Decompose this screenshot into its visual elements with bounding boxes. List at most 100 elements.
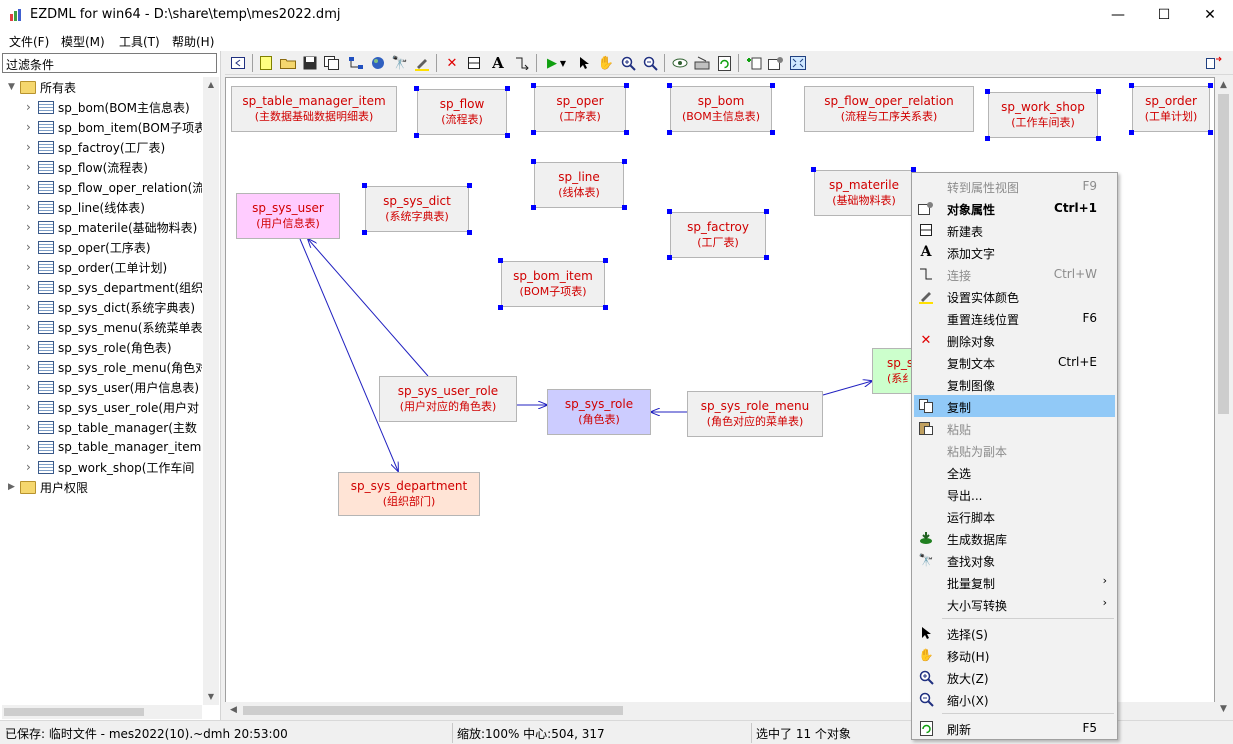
- tree-item-table[interactable]: ›sp_line(线体表): [26, 197, 145, 217]
- entity-sp-oper[interactable]: sp_oper (工序表): [534, 86, 626, 132]
- context-menu-item[interactable]: 放大(Z): [914, 666, 1115, 688]
- expand-icon[interactable]: ›: [26, 180, 31, 194]
- expand-icon[interactable]: ›: [26, 260, 31, 274]
- menu-help[interactable]: 帮助(H): [172, 35, 215, 49]
- selection-handle[interactable]: [531, 83, 536, 88]
- tree-item-table[interactable]: ›sp_factroy(工厂表): [26, 137, 165, 157]
- selection-handle[interactable]: [467, 230, 472, 235]
- context-menu-item[interactable]: 选择(S): [914, 622, 1115, 644]
- filter-input[interactable]: 过滤条件: [2, 53, 217, 73]
- zoom-out-button[interactable]: [641, 54, 659, 72]
- tree-horizontal-scrollbar[interactable]: [2, 705, 202, 719]
- entity-sp-flow[interactable]: sp_flow (流程表): [417, 89, 507, 135]
- expand-icon[interactable]: ›: [26, 160, 31, 174]
- scroll-thumb[interactable]: [243, 706, 623, 715]
- selection-handle[interactable]: [414, 86, 419, 91]
- canvas-vertical-scrollbar[interactable]: ▲ ▼: [1215, 77, 1232, 718]
- tree-root-all-tables[interactable]: ▼ 所有表: [8, 77, 76, 97]
- context-menu-item[interactable]: ✋移动(H): [914, 644, 1115, 666]
- tree-vertical-scrollbar[interactable]: ▲ ▼: [203, 77, 219, 705]
- context-menu-item[interactable]: 新建表: [914, 219, 1115, 241]
- minimize-button[interactable]: —: [1095, 0, 1141, 30]
- expand-icon[interactable]: ›: [26, 420, 31, 434]
- context-menu-item[interactable]: 运行脚本: [914, 505, 1115, 527]
- expand-icon[interactable]: ›: [26, 100, 31, 114]
- context-menu-item[interactable]: 全选: [914, 461, 1115, 483]
- tree-item-table[interactable]: ›sp_oper(工序表): [26, 237, 151, 257]
- context-menu-item[interactable]: 粘贴为副本: [914, 439, 1115, 461]
- selection-handle[interactable]: [1096, 89, 1101, 94]
- model-tree-button[interactable]: [347, 54, 365, 72]
- selection-handle[interactable]: [624, 83, 629, 88]
- toggle-panel-button[interactable]: [229, 54, 247, 72]
- entity-sp-sys-user-role[interactable]: sp_sys_user_role (用户对应的角色表): [379, 376, 517, 422]
- expand-icon[interactable]: ›: [26, 300, 31, 314]
- entity-sp-flow-oper-relation[interactable]: sp_flow_oper_relation (流程与工序关系表): [804, 86, 974, 132]
- context-menu-item[interactable]: 复制: [914, 395, 1115, 417]
- selection-handle[interactable]: [622, 205, 627, 210]
- selection-handle[interactable]: [603, 305, 608, 310]
- fit-view-button[interactable]: [789, 54, 807, 72]
- entity-sp-sys-dict[interactable]: sp_sys_dict (系统字典表): [365, 186, 469, 232]
- maximize-button[interactable]: ☐: [1141, 0, 1187, 30]
- save-as-button[interactable]: [323, 54, 341, 72]
- context-menu-item[interactable]: 大小写转换›: [914, 593, 1115, 615]
- selection-handle[interactable]: [985, 89, 990, 94]
- context-menu-item[interactable]: 生成数据库: [914, 527, 1115, 549]
- expand-icon[interactable]: ▶: [8, 482, 15, 492]
- close-button[interactable]: ✕: [1187, 0, 1233, 30]
- selection-handle[interactable]: [531, 205, 536, 210]
- link-role-menu-to-menu[interactable]: [822, 381, 872, 396]
- globe-button[interactable]: [369, 54, 387, 72]
- selection-handle[interactable]: [911, 167, 916, 172]
- selection-handle[interactable]: [362, 183, 367, 188]
- context-menu-item[interactable]: 粘贴: [914, 417, 1115, 439]
- selection-handle[interactable]: [467, 183, 472, 188]
- entity-sp-sys-role[interactable]: sp_sys_role (角色表): [547, 389, 651, 435]
- selection-handle[interactable]: [531, 159, 536, 164]
- entity-sp-sys-role-menu[interactable]: sp_sys_role_menu (角色对应的菜单表): [687, 391, 823, 437]
- tree-root-user-permission[interactable]: ▶ 用户权限: [8, 477, 88, 497]
- tree-item-table[interactable]: ›sp_table_manager_item: [26, 437, 201, 457]
- context-menu-item[interactable]: 缩小(X): [914, 688, 1115, 710]
- refresh-button[interactable]: [715, 54, 733, 72]
- tree-item-table[interactable]: ›sp_bom(BOM主信息表): [26, 97, 190, 117]
- pan-tool-button[interactable]: ✋: [597, 54, 615, 72]
- context-menu-item[interactable]: ✕删除对象: [914, 329, 1115, 351]
- link-user-role-to-user[interactable]: [308, 239, 429, 377]
- expand-icon[interactable]: ›: [26, 240, 31, 254]
- context-menu-item[interactable]: 批量复制›: [914, 571, 1115, 593]
- expand-icon[interactable]: ›: [26, 320, 31, 334]
- tree-item-table[interactable]: ›sp_sys_department(组织: [26, 277, 202, 297]
- expand-icon[interactable]: ›: [26, 460, 31, 474]
- entity-sp-sys-user[interactable]: sp_sys_user (用户信息表): [236, 193, 340, 239]
- link-button[interactable]: [513, 54, 531, 72]
- expand-icon[interactable]: ›: [26, 200, 31, 214]
- selection-handle[interactable]: [1208, 83, 1213, 88]
- entity-sp-factroy[interactable]: sp_factroy (工厂表): [670, 212, 766, 258]
- expand-icon[interactable]: ›: [26, 280, 31, 294]
- tree-item-table[interactable]: ›sp_sys_user_role(用户对: [26, 397, 199, 417]
- delete-button[interactable]: ✕: [443, 54, 461, 72]
- tree-item-table[interactable]: ›sp_materile(基础物料表): [26, 217, 197, 237]
- entity-sp-line[interactable]: sp_line (线体表): [534, 162, 624, 208]
- add-field-button[interactable]: [745, 54, 763, 72]
- entity-sp-sys-department[interactable]: sp_sys_department (组织部门): [338, 472, 480, 516]
- scroll-thumb[interactable]: [4, 708, 144, 716]
- expand-icon[interactable]: ›: [26, 340, 31, 354]
- entity-sp-table-manager-item[interactable]: sp_table_manager_item (主数据基础数据明细表): [231, 86, 397, 132]
- selection-handle[interactable]: [985, 136, 990, 141]
- new-file-button[interactable]: [257, 54, 275, 72]
- context-menu-item[interactable]: 🔭查找对象: [914, 549, 1115, 571]
- entity-sp-bom-item[interactable]: sp_bom_item (BOM子项表): [501, 261, 605, 307]
- collapse-icon[interactable]: ▼: [8, 82, 15, 92]
- save-button[interactable]: [301, 54, 319, 72]
- scroll-up-icon[interactable]: ▲: [207, 80, 215, 89]
- menu-tools[interactable]: 工具(T): [119, 35, 160, 49]
- properties-button[interactable]: [767, 54, 785, 72]
